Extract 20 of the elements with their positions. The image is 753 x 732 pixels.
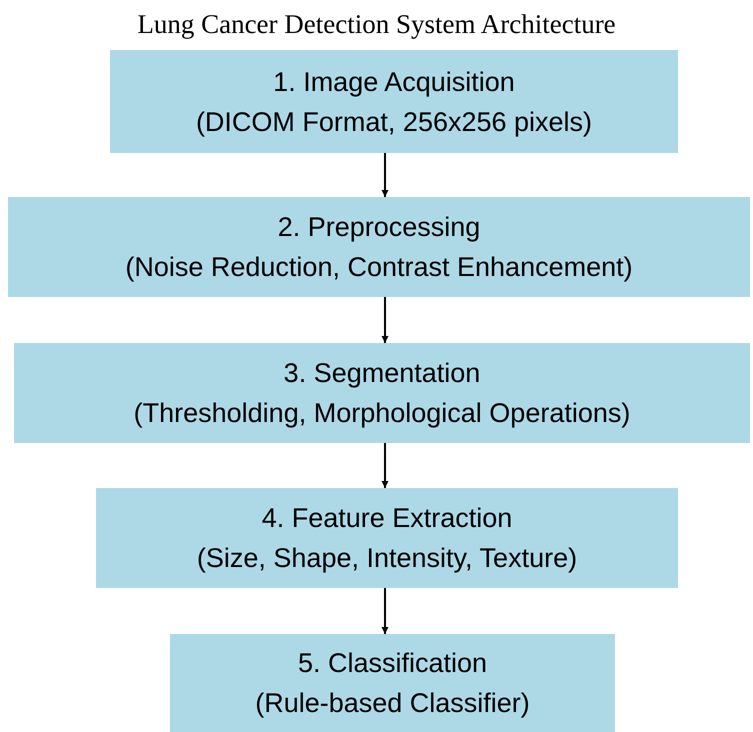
arrow <box>382 443 388 488</box>
step-details: (Size, Shape, Intensity, Texture) <box>196 542 578 575</box>
step-details: (Rule-based Classifier) <box>255 687 530 720</box>
arrow <box>382 588 388 634</box>
process-box <box>170 634 615 732</box>
arrow <box>382 153 388 197</box>
step-title: 3. Segmentation <box>284 357 480 390</box>
arrow <box>382 297 388 343</box>
process-box <box>14 343 750 443</box>
step-title: 5. Classification <box>298 647 488 680</box>
step-details: (Noise Reduction, Contrast Enhancement) <box>125 251 633 284</box>
diagram-title: Lung Cancer Detection System Architecture <box>136 8 617 41</box>
process-box <box>8 197 750 297</box>
step-title: 2. Preprocessing <box>278 211 480 244</box>
step-details: (Thresholding, Morphological Operations) <box>134 397 630 430</box>
process-box <box>96 488 678 588</box>
step-title: 1. Image Acquisition <box>273 66 515 99</box>
step-title: 4. Feature Extraction <box>262 502 512 535</box>
step-details: (DICOM Format, 256x256 pixels) <box>196 106 592 139</box>
process-box <box>110 50 678 153</box>
